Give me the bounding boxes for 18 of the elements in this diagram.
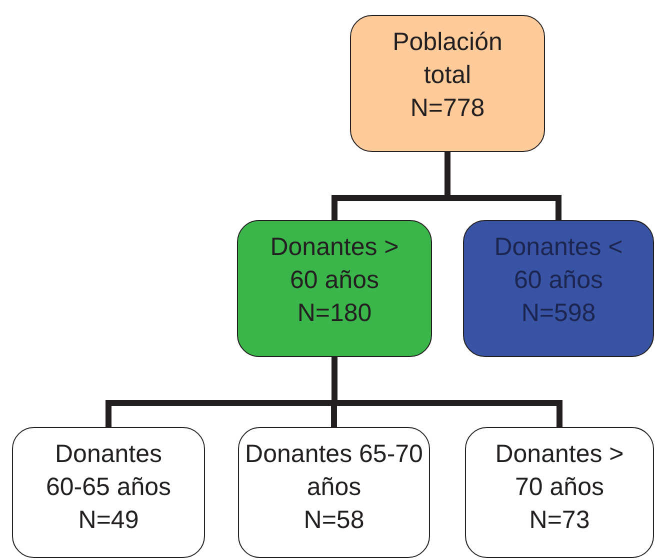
count-label: N=49 — [77, 505, 140, 536]
group-label: Donantes 60-65 años — [44, 439, 172, 503]
group-label: Población total — [392, 27, 504, 91]
group-label: Donantes 65-70 años — [244, 439, 424, 503]
group-label: Donantes > 60 años — [269, 232, 400, 296]
count-label: N=598 — [520, 298, 597, 329]
group-box — [237, 220, 432, 357]
group-box — [350, 15, 545, 152]
count-label: N=58 — [302, 505, 366, 536]
group-box — [12, 427, 205, 558]
count-label: N=73 — [528, 505, 591, 536]
group-box — [238, 427, 430, 558]
group-label: Donantes > 70 años — [494, 439, 625, 503]
group-box — [465, 427, 654, 558]
group-label: Donantes < 60 años — [493, 232, 624, 296]
count-label: N=778 — [409, 93, 486, 124]
group-box — [463, 220, 654, 357]
count-label: N=180 — [296, 298, 373, 329]
